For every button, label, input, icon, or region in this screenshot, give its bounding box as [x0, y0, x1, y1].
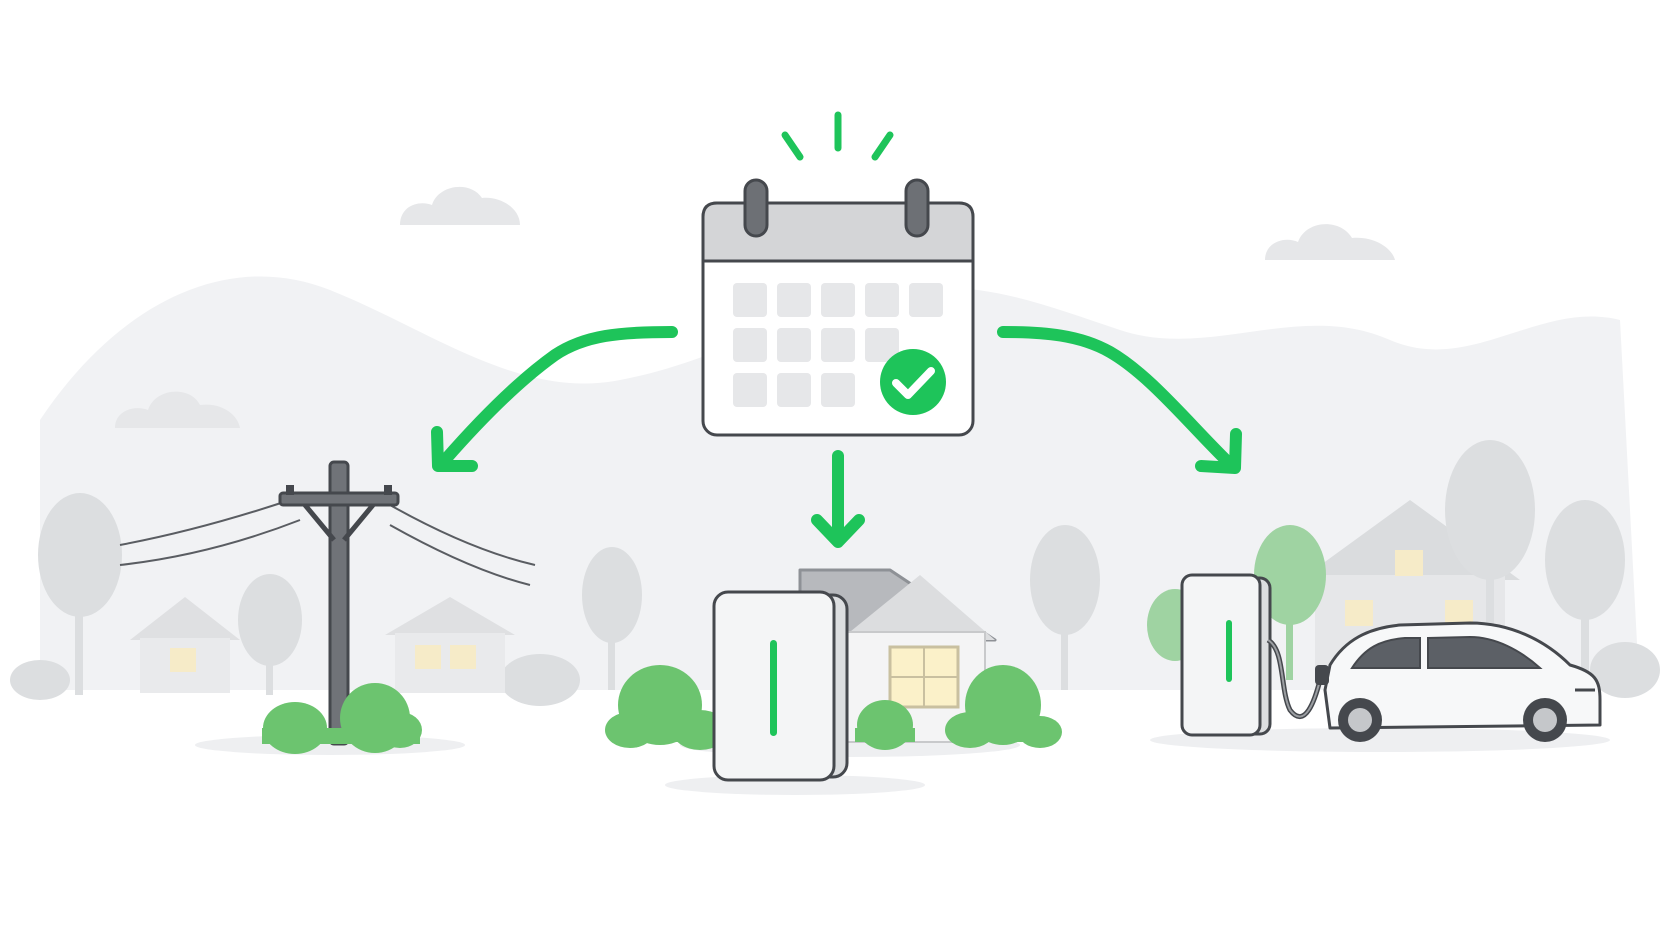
bush [262, 683, 422, 754]
ev-charger-icon [1180, 573, 1323, 737]
arrow-icon [997, 326, 1242, 474]
cloud [1265, 224, 1395, 260]
electric-car-icon [1315, 621, 1602, 742]
background-trees-right [1030, 440, 1660, 698]
cloud [400, 186, 520, 225]
cloud [115, 391, 240, 428]
background-house [385, 597, 515, 693]
background-trees-left [10, 493, 642, 706]
arrow-icon [811, 450, 865, 548]
home-battery-icon [712, 590, 849, 782]
arrow-icon [431, 326, 678, 472]
sparkle-icon [781, 111, 894, 161]
calendar-grid [733, 283, 943, 407]
checkmark-icon [880, 349, 946, 415]
utility-pole-icon [119, 460, 536, 746]
calendar-icon [701, 178, 975, 437]
background-house [130, 597, 240, 693]
